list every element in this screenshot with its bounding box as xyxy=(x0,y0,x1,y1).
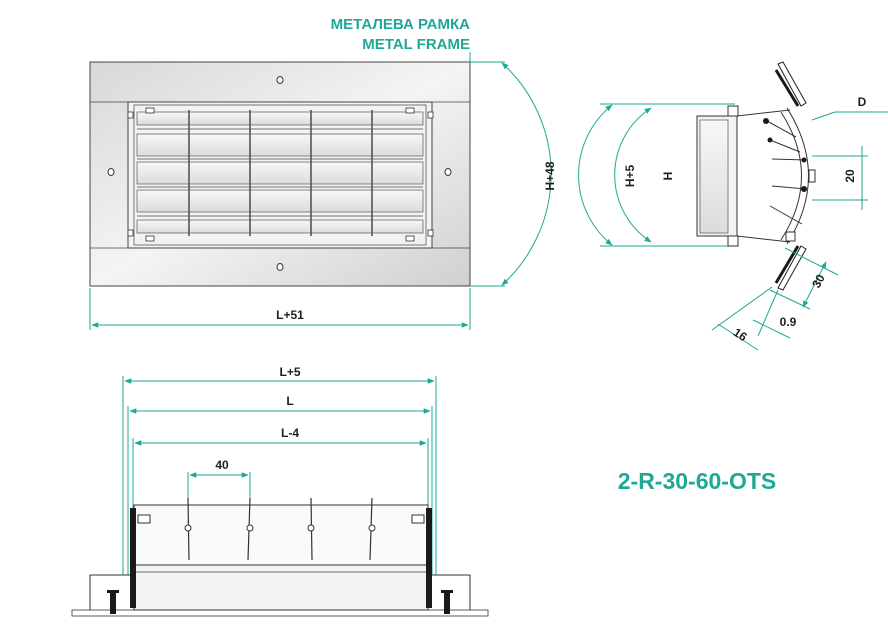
top-flange xyxy=(774,61,807,107)
corner-clips xyxy=(127,107,434,242)
screw-hole-bottom xyxy=(276,263,284,271)
screw-hole-top xyxy=(276,76,284,84)
side-blades xyxy=(766,120,807,225)
top-view: L+5 L L-4 40 xyxy=(71,365,489,617)
dim-09: 0.9 xyxy=(780,315,797,329)
screw-hole-left xyxy=(107,168,115,176)
dim-h48: H+48 xyxy=(543,161,557,190)
dim-arc-h xyxy=(614,107,652,243)
dim-l51: L+51 xyxy=(276,308,304,322)
front-view: L+51 H+48 xyxy=(89,61,557,330)
dim-d: D xyxy=(858,95,867,109)
fixing-screws xyxy=(107,590,453,614)
screw-hole-right xyxy=(444,168,452,176)
dim-l: L xyxy=(286,394,293,408)
dim-30: 30 xyxy=(809,272,828,291)
dim-line-30 xyxy=(802,261,827,308)
dim-arc-h5 xyxy=(578,104,613,246)
screw-holes xyxy=(107,76,452,271)
dim-l4: L-4 xyxy=(281,426,299,440)
dim-20: 20 xyxy=(843,169,857,183)
grille-body xyxy=(133,504,429,566)
dim-40: 40 xyxy=(215,458,229,472)
dim-h: H xyxy=(661,172,675,181)
dim-l5: L+5 xyxy=(279,365,300,379)
frame-label-en: METAL FRAME xyxy=(362,36,470,53)
side-view: H+5 H xyxy=(578,61,888,351)
model-code: 2-R-30-60-OTS xyxy=(618,468,776,494)
frame-label-ua: МЕТАЛЕВА РАМКА xyxy=(331,16,471,33)
bottom-flange xyxy=(774,231,807,291)
blade-rows xyxy=(136,111,424,234)
dim-line-16 xyxy=(717,323,759,351)
vertical-blades xyxy=(188,110,373,236)
dim-16: 16 xyxy=(731,325,750,344)
dim-h5: H+5 xyxy=(623,165,637,188)
dim-line-09 xyxy=(752,319,791,339)
dim-arc-h48 xyxy=(501,62,552,286)
